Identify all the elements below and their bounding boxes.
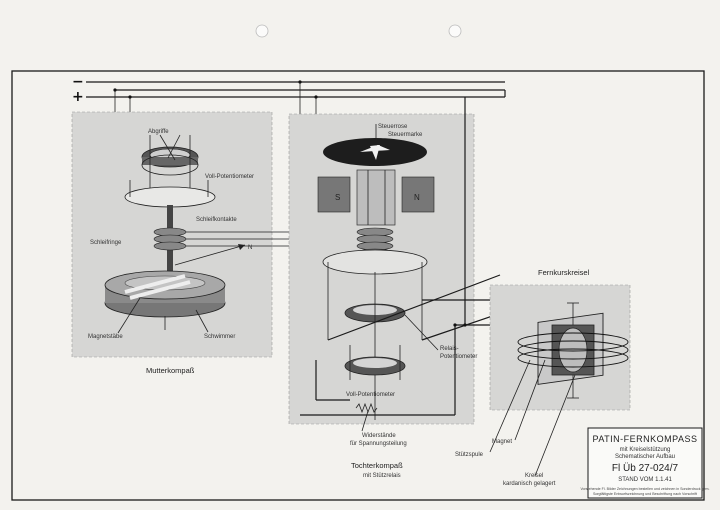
interconnect-wires xyxy=(300,90,540,416)
minus-symbol: − xyxy=(72,74,84,90)
title-block-code: Fl Üb 27-024/7 xyxy=(612,462,679,474)
title-block-footnote-2: Sorgfältigste Entwurfszeichnung und Besc… xyxy=(593,492,697,496)
mutterkompass-panel: N Abgriffe Voll-Potentiometer Schleifkon… xyxy=(71,111,273,375)
steuermarke-label: Steuermarke xyxy=(388,132,423,138)
title-block-sub1: mit Kreiselstützung xyxy=(620,447,671,453)
widerstaende-label-line1: Widerstände xyxy=(362,433,396,439)
slip-rings xyxy=(153,227,187,251)
title-block-sub2: Schematischer Aufbau xyxy=(615,454,675,460)
magnetstaebe-label: Magnetstäbe xyxy=(88,334,123,340)
abgriffe-label: Abgriffe xyxy=(148,129,169,135)
kreisel-label-line2: kardanisch gelagert xyxy=(503,481,556,487)
tochterkompass-subtitle: mit Stützrelais xyxy=(363,473,401,479)
magnet-label: Magnet xyxy=(492,439,512,445)
schwimmer-label: Schwimmer xyxy=(204,334,235,340)
title-block-footnote-1: Vorstehende Fl. Bilder Zeichnungen beste… xyxy=(580,487,709,491)
widerstaende-label-line2: für Spannungsteilung xyxy=(350,441,407,447)
fernkurskreisel-panel: Fernkurskreisel Magnet Stützspule Kreise… xyxy=(455,268,631,487)
plus-symbol: + xyxy=(72,89,84,105)
pole-s-label: S xyxy=(335,193,340,202)
schleifkontakte-label: Schleifkontakte xyxy=(196,217,237,223)
voll-potentiometer-tochter-label: Voll-Potentiometer xyxy=(346,392,395,398)
schleifringe-label: Schleifringe xyxy=(90,240,122,246)
fernkurskreisel-title: Fernkurskreisel xyxy=(538,268,590,277)
kreisel-label-line1: Kreisel xyxy=(525,473,543,479)
relais-label-line1: Relais- xyxy=(440,346,459,352)
punch-hole-right xyxy=(448,24,462,38)
steuerrose-label: Steuerrose xyxy=(378,124,408,130)
pole-n-label: N xyxy=(414,193,420,202)
north-label: N xyxy=(248,245,252,251)
title-block-stand: STAND VOM 1.1.41 xyxy=(618,477,672,483)
voll-potentiometer-label: Voll-Potentiometer xyxy=(205,174,254,180)
relais-label-line2: Potentiometer xyxy=(440,354,477,360)
drawing-frame xyxy=(11,70,705,501)
tochterkompass-panel: S N Steuerrose Steuermarke Relais- Poten… xyxy=(288,113,477,479)
stuetzspule-label: Stützspule xyxy=(455,452,484,458)
mutterkompass-title: Mutterkompaß xyxy=(146,366,195,375)
title-block: PATIN-FERNKOMPASS mit Kreiselstützung Sc… xyxy=(580,427,710,499)
tochterkompass-title: Tochterkompaß xyxy=(351,461,403,470)
title-block-title: PATIN-FERNKOMPASS xyxy=(592,434,697,444)
punch-hole-left xyxy=(255,24,269,38)
